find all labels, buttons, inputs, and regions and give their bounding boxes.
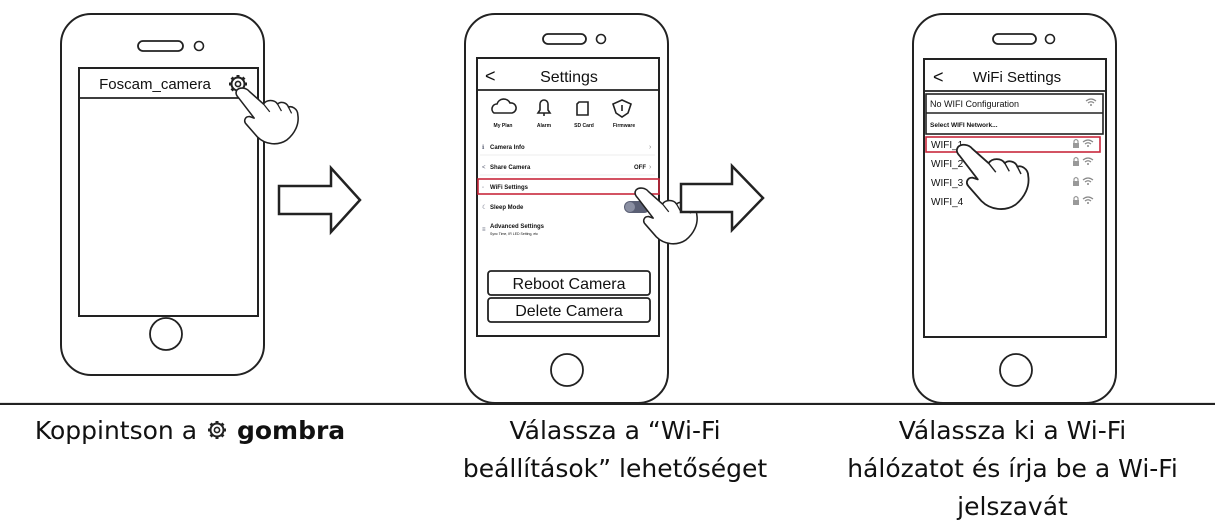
caption-1: Koppintson a gombra	[20, 412, 360, 450]
caption-2: Válassza a “Wi-Fi beállítások” lehetőség…	[430, 412, 800, 488]
caption-1-bold: gombra	[236, 416, 346, 445]
caption-2-line-1: Válassza a “Wi-Fi	[509, 416, 721, 445]
wifi-config-box	[925, 93, 1104, 135]
icon-label: Firmware	[613, 123, 635, 129]
caption-3: Válassza ki a Wi-Fi hálózatot és írja be…	[815, 412, 1210, 526]
network-wifi-4[interactable]: WIFI_4	[931, 197, 964, 208]
delete-camera-label: Delete Camera	[515, 303, 623, 320]
menu-share-camera[interactable]: Share Camera	[490, 165, 531, 171]
caption-3-line-1: Válassza ki a Wi-Fi	[898, 416, 1127, 445]
reboot-camera-button[interactable]	[487, 270, 651, 296]
earpiece-icon	[137, 40, 184, 52]
earpiece-icon	[542, 33, 587, 45]
sd-card-icon[interactable]	[576, 101, 589, 116]
arrow-right-icon	[679, 162, 765, 234]
svg-text:<: <	[482, 165, 486, 171]
svg-text:ℹ: ℹ	[482, 144, 485, 151]
menu-advanced-settings[interactable]: Advanced Settings	[490, 224, 545, 230]
menu-sleep-mode[interactable]: Sleep Mode	[490, 205, 524, 211]
back-button[interactable]: <	[933, 67, 944, 87]
svg-text:☾: ☾	[482, 204, 487, 211]
select-wifi-network[interactable]: Select WIFI Network...	[930, 122, 998, 129]
phone-1: Foscam_camera	[60, 13, 299, 376]
arrow-right-icon	[277, 164, 362, 236]
delete-camera-button[interactable]	[487, 297, 651, 323]
bell-icon[interactable]	[536, 99, 552, 116]
caption-2-line-2: beállítások” lehetőséget	[462, 454, 768, 483]
gear-icon	[206, 419, 228, 441]
menu-camera-info[interactable]: Camera Info	[490, 145, 525, 151]
caption-1-text: Koppintson a	[34, 416, 198, 445]
no-wifi-configuration: No WIFI Configuration	[930, 99, 1019, 109]
svg-text:›: ›	[649, 164, 652, 171]
icon-label: SD Card	[574, 123, 594, 129]
svg-text:›: ›	[649, 144, 652, 151]
header-title: Settings	[540, 69, 598, 86]
menu-wifi-settings[interactable]: WiFi Settings	[490, 185, 529, 191]
firmware-icon[interactable]	[612, 99, 632, 118]
phone-3: < WiFi Settings No WIFI Configuration Se…	[912, 13, 1117, 404]
home-button[interactable]	[149, 317, 183, 351]
cloud-icon[interactable]	[491, 98, 517, 114]
caption-3-line-3: jelszavát	[957, 492, 1068, 521]
screen	[78, 67, 259, 317]
advanced-settings-sub: Sync Time, IR LED Setting, etc	[490, 232, 538, 236]
back-button[interactable]: <	[485, 66, 496, 86]
network-wifi-3[interactable]: WIFI_3	[931, 178, 964, 189]
network-wifi-2[interactable]: WIFI_2	[931, 159, 964, 170]
wifi-settings-highlight	[477, 178, 660, 195]
phone-2: < Settings My Plan Alarm SD Card Firmwar…	[464, 13, 698, 404]
network-wifi-1[interactable]: WIFI_1	[931, 140, 964, 151]
earpiece-icon	[992, 33, 1037, 45]
home-button[interactable]	[999, 353, 1033, 387]
icon-label: My Plan	[494, 123, 513, 129]
reboot-camera-label: Reboot Camera	[513, 276, 626, 293]
wifi-1-highlight	[925, 136, 1101, 153]
svg-text:◦: ◦	[482, 185, 484, 191]
home-button[interactable]	[550, 353, 584, 387]
share-camera-value: OFF	[634, 165, 646, 171]
icon-label: Alarm	[537, 123, 552, 129]
header-title: Foscam_camera	[99, 76, 211, 93]
svg-text:≡: ≡	[482, 227, 486, 233]
header-title: WiFi Settings	[973, 69, 1061, 86]
caption-3-line-2: hálózatot és írja be a Wi-Fi	[847, 454, 1178, 483]
